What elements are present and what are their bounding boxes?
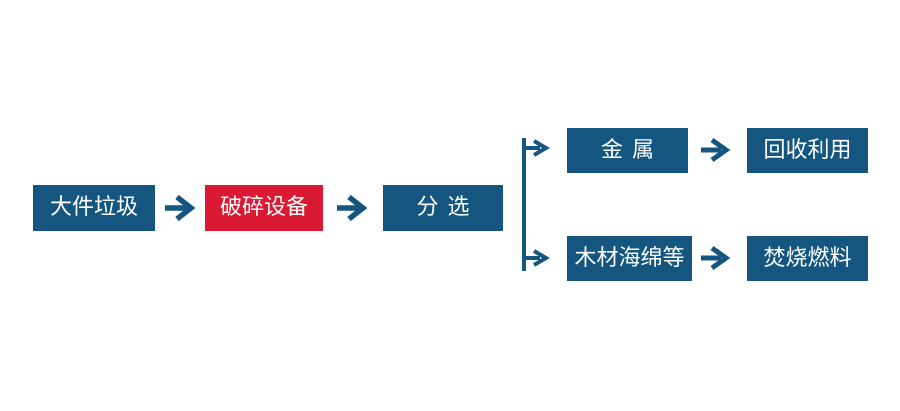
arrow-right-icon — [524, 139, 550, 157]
node-wood-sponge: 木材海绵等 — [567, 236, 692, 281]
node-incineration-fuel: 焚烧燃料 — [747, 236, 868, 281]
arrow-right-icon — [701, 137, 731, 163]
arrow-right-icon — [524, 249, 550, 267]
arrow-right-icon — [165, 194, 196, 222]
node-bulky-waste: 大件垃圾 — [33, 185, 155, 231]
node-metal: 金属 — [567, 128, 688, 173]
arrow-right-icon — [701, 245, 731, 271]
node-crushing-equipment: 破碎设备 — [205, 185, 323, 231]
node-sorting: 分选 — [383, 185, 503, 231]
branch-connector — [522, 138, 550, 271]
arrow-right-icon — [337, 194, 368, 222]
node-recycling: 回收利用 — [747, 128, 868, 173]
